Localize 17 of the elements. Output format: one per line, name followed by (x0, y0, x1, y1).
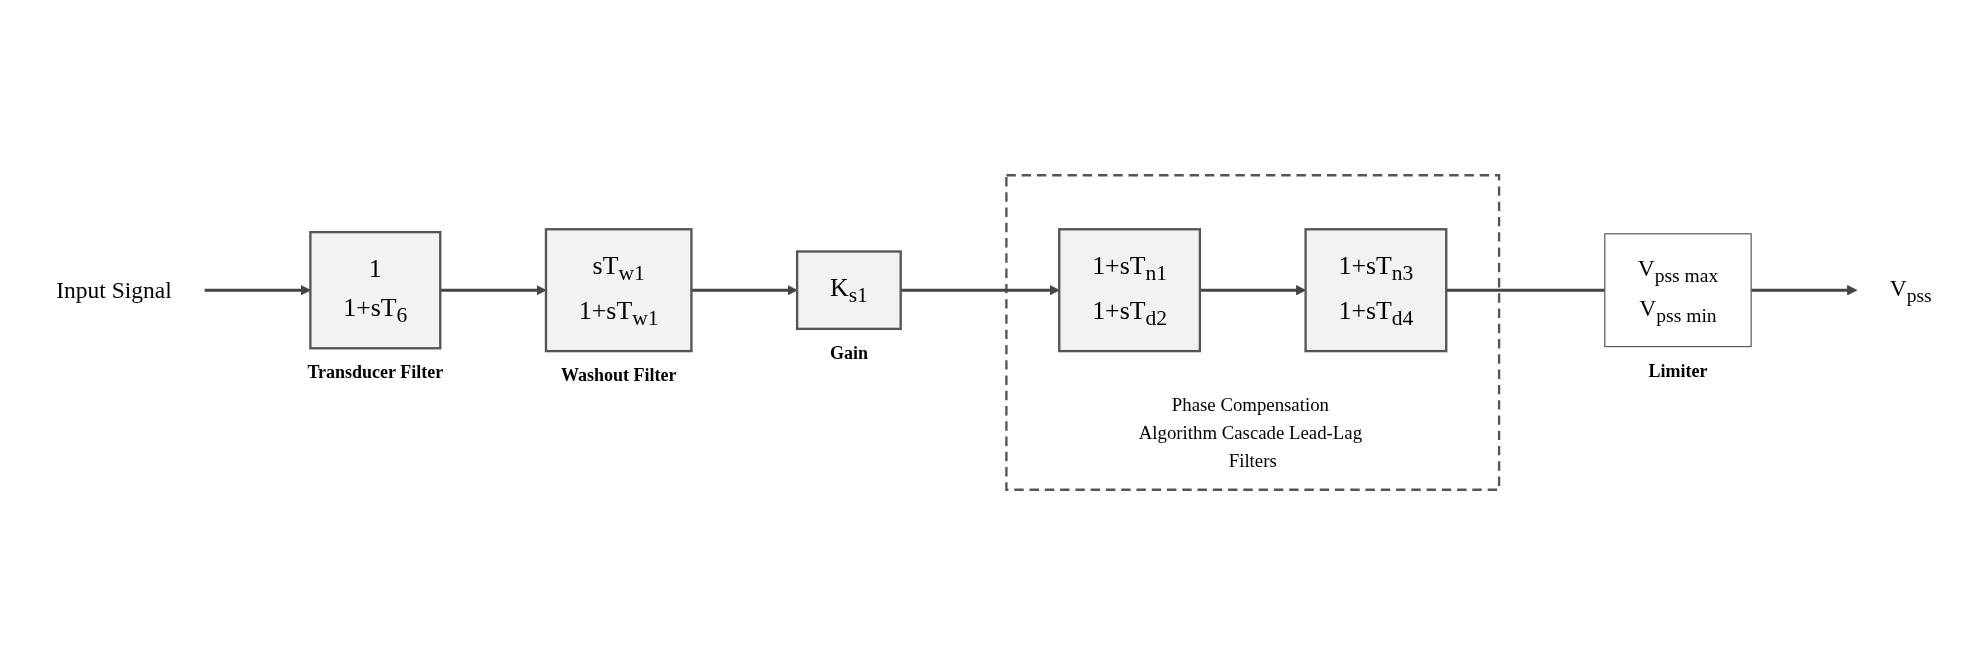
connector (1446, 288, 1605, 292)
node-box: 1+sT$_{n1}$ 1+sT$_{d2}$ (1058, 228, 1202, 353)
node-box: V$_{pss max}$ V$_{pss min}$ (1604, 233, 1752, 348)
caption-text: Gain (829, 342, 868, 364)
caption-text: Limiter (1648, 360, 1708, 382)
caption-text: Transducer Filter (307, 362, 444, 384)
node-text: Input Signal (56, 277, 172, 304)
node-text: V$_{pss}$ (1889, 274, 1932, 307)
caption-text: Washout Filter (560, 365, 677, 387)
node-box: sT$_{w1}$ 1+sT$_{w1}$ (544, 228, 693, 353)
node-box: K$_{s1}$ (795, 250, 902, 331)
node-box: 1 1+sT$_{6}$ (309, 230, 442, 350)
arrow (1751, 285, 1858, 296)
arrow (691, 285, 798, 296)
arrow (204, 285, 311, 296)
arrow (900, 285, 1060, 296)
node-box: 1+sT$_{n3}$ 1+sT$_{d4}$ (1304, 228, 1448, 353)
